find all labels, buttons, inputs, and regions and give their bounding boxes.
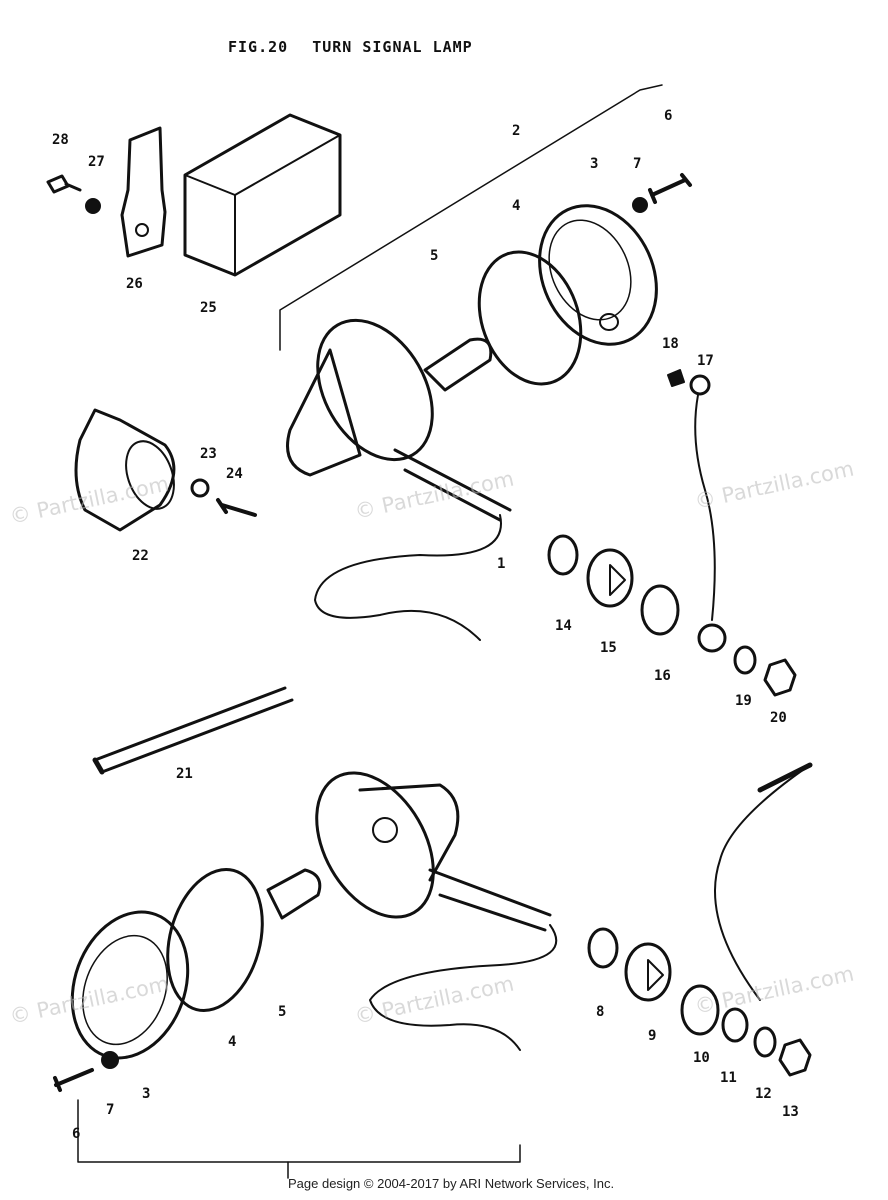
callout-1: 1 bbox=[497, 556, 505, 572]
ground-lead-17 bbox=[694, 394, 716, 621]
screw-24 bbox=[216, 498, 257, 517]
washer-11 bbox=[721, 1007, 749, 1043]
callout-5-upper: 5 bbox=[430, 248, 438, 264]
gasket-4-upper bbox=[477, 250, 583, 386]
callout-28: 28 bbox=[52, 132, 69, 148]
bushing-15 bbox=[586, 548, 634, 608]
callout-7-lower: 7 bbox=[106, 1102, 114, 1118]
nut-16 bbox=[640, 584, 680, 636]
upper-housing-1 bbox=[286, 318, 512, 641]
washer-19 bbox=[733, 645, 757, 675]
callout-10: 10 bbox=[693, 1050, 710, 1066]
gasket-4-lower bbox=[166, 867, 264, 1013]
callout-21: 21 bbox=[176, 766, 193, 782]
callout-22: 22 bbox=[132, 548, 149, 564]
callout-27: 27 bbox=[88, 154, 105, 170]
screw-18 bbox=[667, 369, 685, 387]
nut-20 bbox=[763, 658, 797, 697]
washer-8 bbox=[587, 927, 619, 969]
washer-27 bbox=[85, 198, 101, 214]
washer-23 bbox=[190, 478, 210, 498]
callout-13: 13 bbox=[782, 1104, 799, 1120]
bracket-26 bbox=[120, 126, 167, 258]
callout-26: 26 bbox=[126, 276, 143, 292]
callout-labels: 1 2 3 3 4 4 5 5 6 6 7 7 8 9 10 11 12 13 … bbox=[52, 108, 799, 1142]
bulb-5-upper bbox=[423, 337, 493, 392]
callout-3-upper: 3 bbox=[590, 156, 598, 172]
callout-18: 18 bbox=[662, 336, 679, 352]
callout-9: 9 bbox=[648, 1028, 656, 1044]
nut-13 bbox=[778, 1038, 812, 1077]
copyright-footer: Page design © 2004-2017 by ARI Network S… bbox=[288, 1176, 615, 1191]
callout-19: 19 bbox=[735, 693, 752, 709]
callout-4-upper: 4 bbox=[512, 198, 520, 214]
callout-2: 2 bbox=[512, 123, 520, 139]
screw-6-upper bbox=[648, 173, 692, 204]
nut-10 bbox=[680, 984, 720, 1036]
callout-8: 8 bbox=[596, 1004, 604, 1020]
callout-25: 25 bbox=[200, 300, 217, 316]
callout-15: 15 bbox=[600, 640, 617, 656]
stud-21 bbox=[92, 686, 294, 775]
screw-6-lower bbox=[53, 1068, 94, 1092]
callout-16: 16 bbox=[654, 668, 671, 684]
washer-14 bbox=[547, 534, 579, 576]
relay-25 bbox=[183, 113, 342, 277]
socket-22 bbox=[74, 408, 176, 532]
callout-17: 17 bbox=[697, 353, 714, 369]
lens-3-upper bbox=[538, 204, 658, 346]
callout-12: 12 bbox=[755, 1086, 772, 1102]
callout-24: 24 bbox=[226, 466, 243, 482]
callout-23: 23 bbox=[200, 446, 217, 462]
callout-14: 14 bbox=[555, 618, 572, 634]
figure-number: FIG.20 bbox=[228, 38, 289, 56]
lower-housing-1 bbox=[315, 771, 558, 1051]
figure-title: FIG.20 TURN SIGNAL LAMP bbox=[228, 38, 487, 56]
bulb-5-lower bbox=[266, 868, 322, 920]
callout-4-lower: 4 bbox=[228, 1034, 236, 1050]
callout-5-lower: 5 bbox=[278, 1004, 286, 1020]
callout-6-upper: 6 bbox=[664, 108, 672, 124]
bushing-9 bbox=[624, 942, 672, 1002]
nut-7-upper bbox=[632, 197, 648, 213]
callout-20: 20 bbox=[770, 710, 787, 726]
figure-name: TURN SIGNAL LAMP bbox=[312, 38, 473, 56]
callout-7-upper: 7 bbox=[633, 156, 641, 172]
callout-11: 11 bbox=[720, 1070, 737, 1086]
nut-7-lower bbox=[101, 1051, 119, 1069]
washer-12 bbox=[753, 1026, 777, 1058]
lead-17-terminal bbox=[689, 374, 711, 396]
screw-28 bbox=[46, 174, 82, 194]
callout-3-lower: 3 bbox=[142, 1086, 150, 1102]
callout-6-lower: 6 bbox=[72, 1126, 80, 1142]
